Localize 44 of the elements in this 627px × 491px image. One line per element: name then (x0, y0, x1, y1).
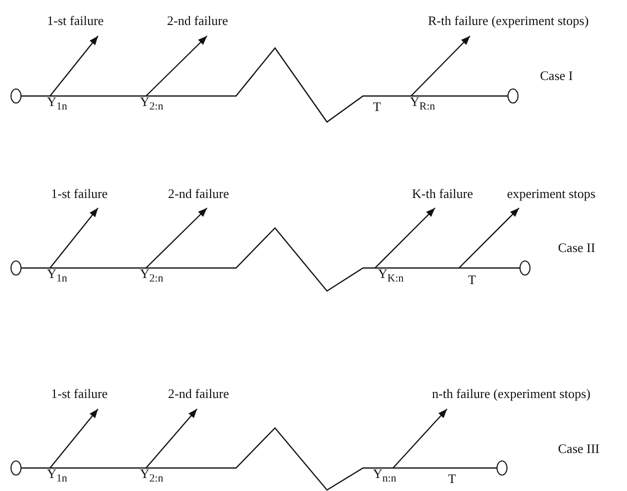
endpoint-circle (496, 460, 508, 476)
event-label: 1-st failure (47, 13, 104, 36)
arrow (374, 208, 436, 268)
event-label: 1-st failure (51, 386, 108, 409)
case-label: Case I (540, 68, 573, 83)
event-label: 2-nd failure (168, 186, 230, 208)
timeline-line (21, 227, 520, 292)
time-label: Y$_{2:n}$ (140, 96, 164, 115)
arrow (50, 208, 98, 268)
event-label: experiment stops (507, 186, 596, 208)
endpoint-circle (10, 460, 22, 476)
arrow (146, 408, 198, 468)
timeline-line (21, 427, 497, 491)
event-label: K-th failure (412, 186, 474, 208)
time-label: Y$_{1n}$ (47, 268, 68, 287)
event-label: 2-nd failure (168, 386, 230, 409)
time-label: Y$_{1n}$ (47, 96, 68, 115)
case-label: Case III (558, 441, 600, 456)
arrow (146, 36, 208, 96)
arrow (392, 408, 448, 468)
endpoint-circle (10, 260, 22, 276)
endpoint-circle (10, 88, 22, 104)
time-label: Y$_{n:n}$ (370, 468, 396, 487)
arrow (50, 36, 98, 96)
event-label: n-th failure (experiment stops) (432, 386, 590, 409)
arrow (50, 408, 98, 468)
endpoint-circle (508, 88, 518, 104)
time-label: T (448, 471, 456, 486)
time-label: T (373, 99, 381, 114)
time-label: Y$_{R:n}$ (404, 96, 436, 115)
time-label: Y$_{K:n}$ (372, 268, 404, 287)
arrow (410, 36, 470, 96)
time-label: Y$_{2:n}$ (140, 268, 164, 287)
time-label: Y$_{1n}$ (47, 468, 68, 487)
event-label: R-th failure (experiment stops) (428, 13, 589, 36)
case-label: Case II (558, 240, 596, 255)
time-label: T (456, 268, 476, 287)
event-label: 1-st failure (51, 186, 108, 208)
arrow (458, 208, 520, 268)
arrow (146, 208, 208, 268)
event-label: 2-nd failure (167, 13, 228, 36)
endpoint-circle (520, 260, 530, 276)
timeline-line (21, 47, 508, 123)
time-label: Y$_{2:n}$ (140, 468, 164, 487)
